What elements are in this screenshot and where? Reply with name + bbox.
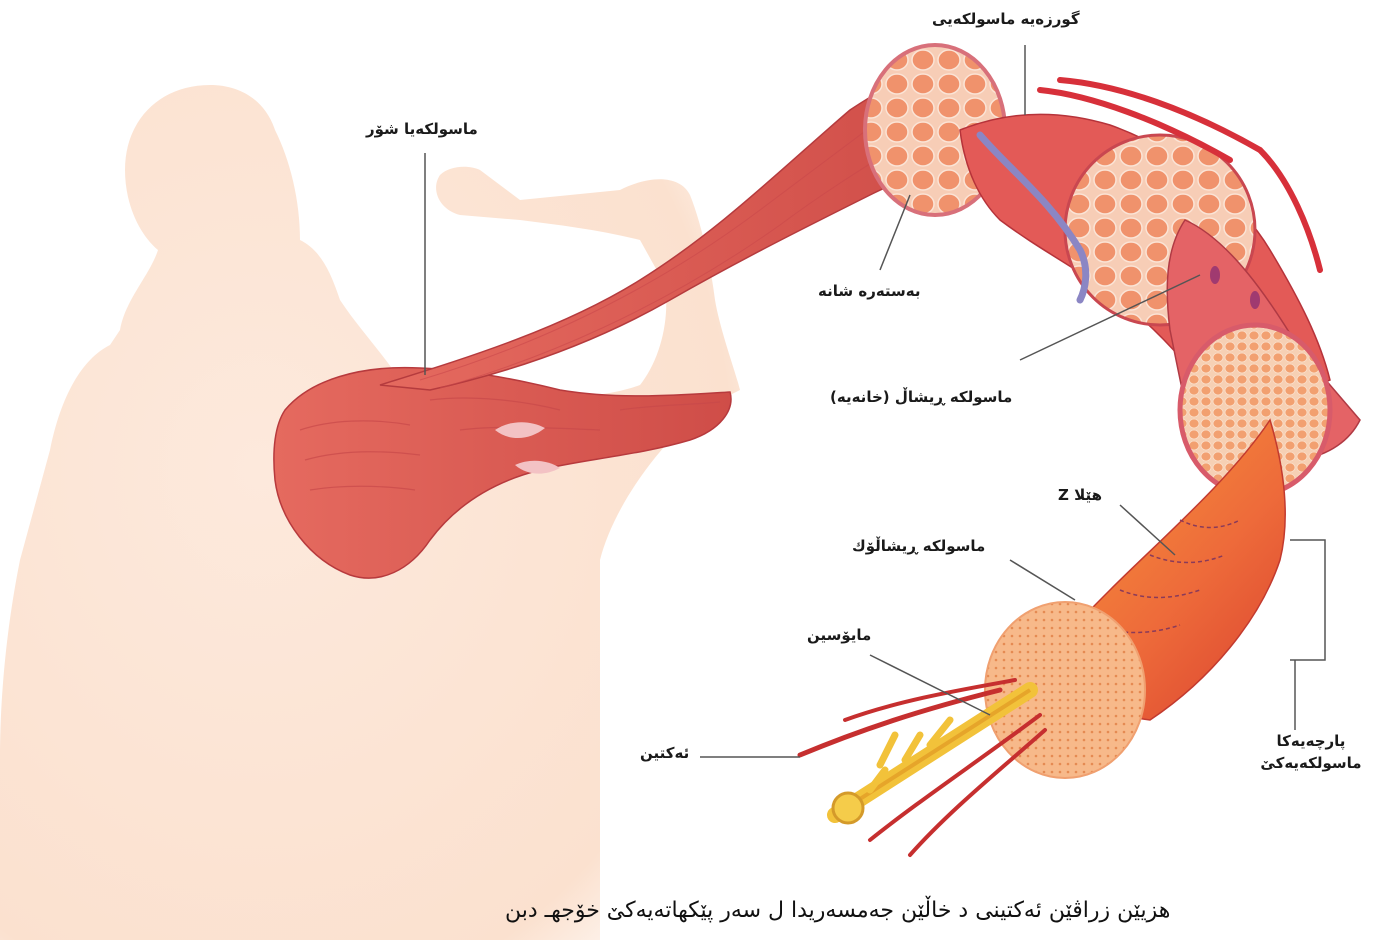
label-actin: ئەکتین [640, 744, 689, 762]
label-myofibril: ماسولکە ڕیشاڵۆك [852, 537, 985, 555]
label-sarcomere-line2: ماسولکەیەکێ [1256, 752, 1366, 774]
label-connective-tissue: بەستەرە شانە [818, 282, 921, 300]
label-muscle-fascicle: گورزەیە ماسولکەیی [932, 10, 1080, 28]
filaments [800, 680, 1045, 855]
label-z-line: هێلا Z [1058, 486, 1102, 504]
label-myosin: مایۆسین [807, 626, 871, 644]
label-muscle-fiber: ماسولکە ڕیشاڵ (خانەیە) [830, 388, 1012, 406]
label-sarcomere-line1: پارچەیەکا [1256, 730, 1366, 752]
label-sarcomere: پارچەیەکا ماسولکەیەکێ [1256, 730, 1366, 774]
label-skeletal-muscle: ماسولکەیا شۆر [366, 120, 478, 138]
figure-caption: هزیێن زراڤێن ئەکتینی د خاڵێن جەمسەریدا ل… [505, 898, 1170, 923]
